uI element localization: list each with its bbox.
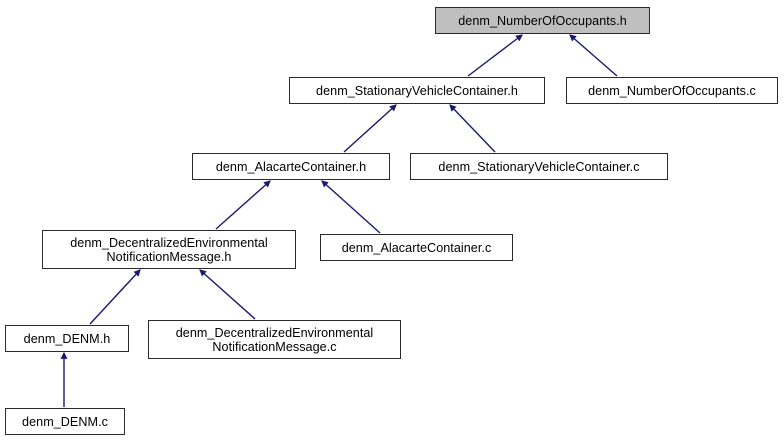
edge-alacartecontainer_c-to-alacartecontainer_h — [321, 180, 381, 234]
node-numberofoccupants_c[interactable]: denm_NumberOfOccupants.c — [566, 77, 778, 104]
node-label: denm_DENM.h — [23, 331, 111, 346]
node-label: denm_DecentralizedEnvironmental Notifica… — [175, 325, 374, 354]
edge-denm_message_c-to-denm_message_h — [199, 269, 256, 320]
node-denm_h[interactable]: denm_DENM.h — [5, 325, 129, 352]
edge-denm_h-to-denm_message_h — [89, 269, 141, 325]
node-alacartecontainer_c[interactable]: denm_AlacarteContainer.c — [320, 234, 513, 261]
node-alacartecontainer_h[interactable]: denm_AlacarteContainer.h — [192, 153, 390, 180]
node-stationaryvehiclecontainer_c[interactable]: denm_StationaryVehicleContainer.c — [410, 153, 668, 180]
node-denm_message_c[interactable]: denm_DecentralizedEnvironmental Notifica… — [148, 320, 401, 359]
edge-alacartecontainer_h-to-stationaryvehiclecontainer_h — [343, 104, 397, 153]
node-label: denm_StationaryVehicleContainer.h — [316, 83, 518, 98]
node-label: denm_DecentralizedEnvironmental Notifica… — [70, 235, 268, 264]
node-denm_c[interactable]: denm_DENM.c — [5, 408, 125, 435]
edge-numberofoccupants_c-to-numberofoccupants_h — [569, 34, 618, 77]
node-label: denm_AlacarteContainer.h — [215, 159, 367, 174]
edge-denm_message_h-to-alacartecontainer_h — [215, 180, 271, 230]
node-stationaryvehiclecontainer_h[interactable]: denm_StationaryVehicleContainer.h — [289, 77, 545, 104]
node-label: denm_NumberOfOccupants.h — [458, 13, 627, 28]
node-denm_message_h[interactable]: denm_DecentralizedEnvironmental Notifica… — [42, 230, 296, 269]
node-numberofoccupants_h[interactable]: denm_NumberOfOccupants.h — [435, 7, 650, 34]
node-label: denm_StationaryVehicleContainer.c — [438, 159, 640, 174]
edge-stationaryvehiclecontainer_h-to-numberofoccupants_h — [467, 34, 523, 77]
node-label: denm_AlacarteContainer.c — [341, 240, 492, 255]
edge-stationaryvehiclecontainer_c-to-stationaryvehiclecontainer_h — [449, 104, 496, 153]
node-label: denm_NumberOfOccupants.c — [588, 83, 756, 98]
node-label: denm_DENM.c — [22, 414, 108, 429]
